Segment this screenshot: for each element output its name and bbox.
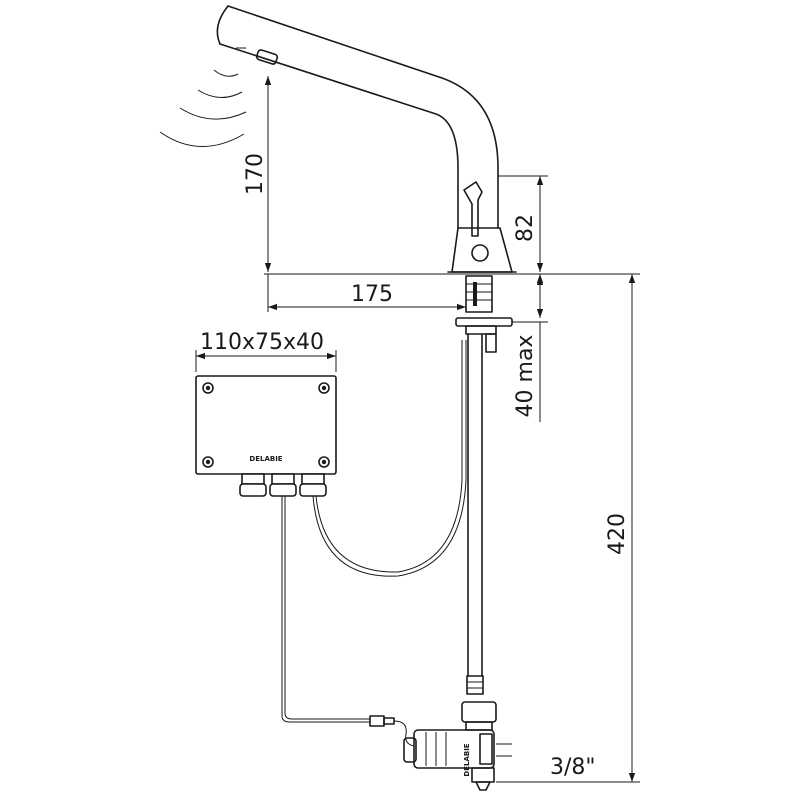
- sensor-cable: [312, 340, 467, 577]
- supply-tube: [466, 333, 484, 695]
- dimension-82: 82: [498, 175, 548, 272]
- svg-text:82: 82: [513, 214, 538, 242]
- control-box: DELABIE: [195, 375, 337, 497]
- cable-glands: [239, 473, 327, 497]
- svg-text:40 max: 40 max: [513, 335, 538, 418]
- solenoid-cable: [281, 496, 370, 723]
- cable-connector: [369, 715, 415, 747]
- dimension-box-size: 110x75x40: [195, 330, 337, 372]
- svg-text:3/8": 3/8": [550, 755, 596, 780]
- mounting-stud: [455, 275, 513, 353]
- mounting-washer: [455, 317, 513, 327]
- sensor-window: [255, 49, 279, 65]
- valve-logo: DELABIE: [463, 743, 471, 776]
- dimension-420: 420: [496, 274, 640, 783]
- box-screws: [202, 382, 330, 468]
- body-screw: [471, 244, 489, 262]
- solenoid-valve: DELABIE: [403, 701, 512, 791]
- svg-text:170: 170: [243, 153, 268, 195]
- faucet-spout: [216, 5, 499, 229]
- dimension-170: 170: [243, 76, 272, 272]
- svg-text:175: 175: [351, 282, 393, 307]
- faucet-body: [447, 181, 517, 273]
- sensor-waves: [159, 69, 247, 147]
- dimension-40-max: 40 max: [512, 274, 548, 422]
- dimension-175: 175: [267, 274, 466, 312]
- svg-text:420: 420: [605, 513, 630, 555]
- dimension-connection: 3/8": [550, 755, 596, 780]
- svg-text:110x75x40: 110x75x40: [200, 330, 324, 355]
- box-logo: DELABIE: [249, 455, 282, 463]
